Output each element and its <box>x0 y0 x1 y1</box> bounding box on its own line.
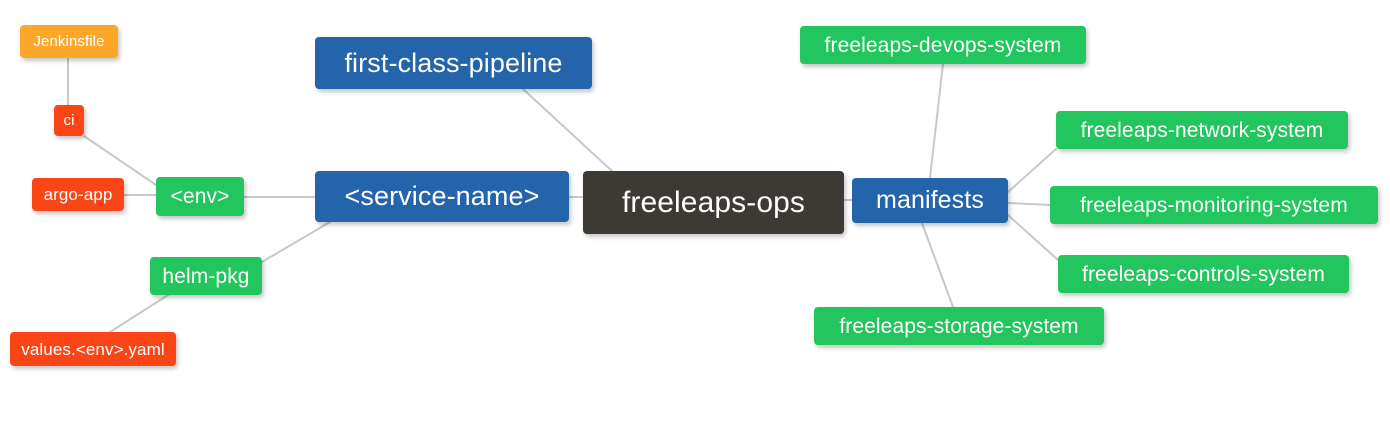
node-freeleaps-devops-system[interactable]: freeleaps-devops-system <box>800 26 1086 64</box>
edge-service-helm <box>261 221 331 263</box>
edge-helm-values <box>109 294 169 333</box>
node-jenkinsfile[interactable]: Jenkinsfile <box>20 25 118 58</box>
node-label-ci: ci <box>63 112 75 129</box>
node-service-name[interactable]: <service-name> <box>315 171 569 222</box>
node-freeleaps-ops[interactable]: freeleaps-ops <box>583 171 844 234</box>
edge-manifests-devops <box>929 63 944 179</box>
node-freeleaps-storage-system[interactable]: freeleaps-storage-system <box>814 307 1104 345</box>
node-freeleaps-monitoring-system[interactable]: freeleaps-monitoring-system <box>1050 186 1378 224</box>
node-label-freeleaps-ops: freeleaps-ops <box>621 185 806 219</box>
node-label-values-env-yaml: values.<env>.yaml <box>21 339 165 359</box>
node-label-freeleaps-storage-system: freeleaps-storage-system <box>839 314 1079 338</box>
node-env[interactable]: <env> <box>156 177 244 216</box>
node-ci[interactable]: ci <box>54 105 84 136</box>
node-first-class-pipeline[interactable]: first-class-pipeline <box>315 37 592 89</box>
node-helm-pkg[interactable]: helm-pkg <box>150 257 262 295</box>
node-label-freeleaps-controls-system: freeleaps-controls-system <box>1082 262 1325 286</box>
node-label-service-name: <service-name> <box>344 181 540 211</box>
node-label-first-class-pipeline: first-class-pipeline <box>344 47 563 78</box>
edge-manifests-monitoring <box>1007 202 1051 206</box>
node-argo-app[interactable]: argo-app <box>32 178 124 211</box>
node-manifests[interactable]: manifests <box>852 178 1008 223</box>
node-label-manifests: manifests <box>876 186 984 214</box>
node-label-env: <env> <box>170 185 230 208</box>
node-freeleaps-controls-system[interactable]: freeleaps-controls-system <box>1058 255 1349 293</box>
node-label-freeleaps-monitoring-system: freeleaps-monitoring-system <box>1080 193 1348 217</box>
edge-manifests-storage <box>921 222 954 308</box>
node-label-freeleaps-devops-system: freeleaps-devops-system <box>824 33 1062 57</box>
node-label-argo-app: argo-app <box>43 185 113 204</box>
node-label-freeleaps-network-system: freeleaps-network-system <box>1080 118 1324 142</box>
edge-manifests-network <box>1007 148 1057 193</box>
node-values-env-yaml[interactable]: values.<env>.yaml <box>10 332 176 366</box>
node-label-helm-pkg: helm-pkg <box>162 264 250 288</box>
node-freeleaps-network-system[interactable]: freeleaps-network-system <box>1056 111 1348 149</box>
edge-ops-pipeline <box>522 88 613 172</box>
node-label-jenkinsfile: Jenkinsfile <box>33 33 105 50</box>
